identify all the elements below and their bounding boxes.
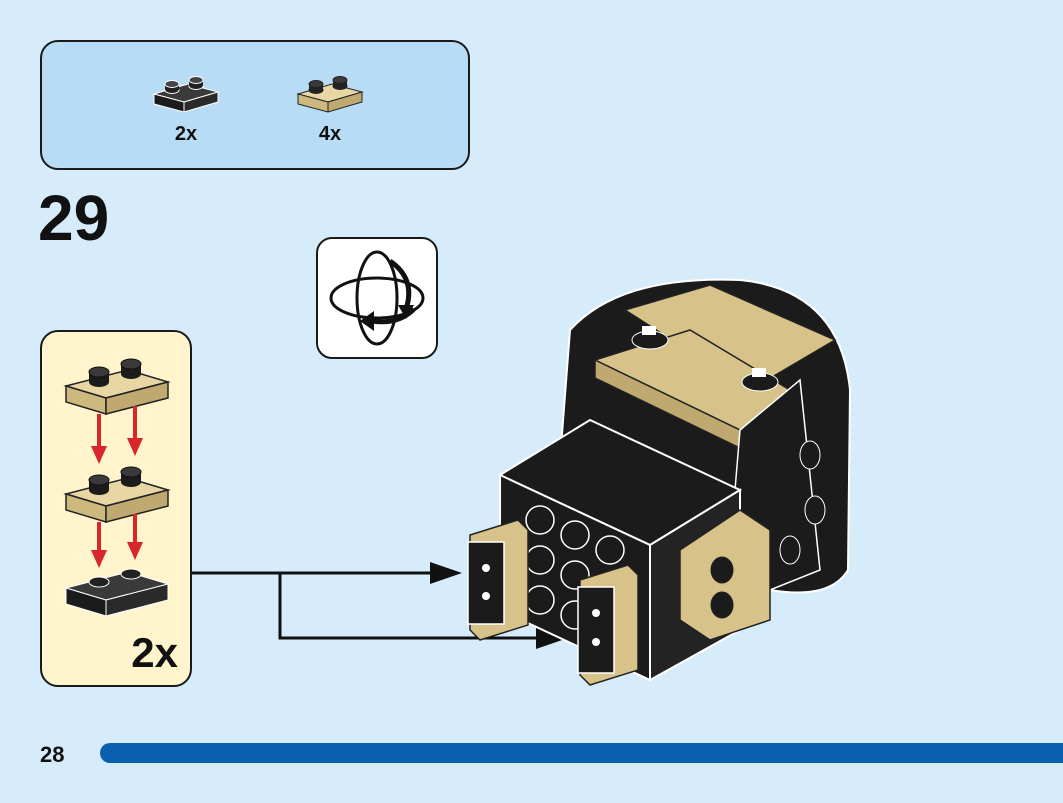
model-illustration <box>467 278 852 686</box>
rotate-model-callout <box>316 237 438 359</box>
page-progress-bar <box>100 743 1063 763</box>
part-quantity: 2x <box>174 123 198 145</box>
part-tan-plate-1x2: 4x <box>294 72 366 146</box>
black-plate-bottom <box>64 568 170 617</box>
tan-plate-1x2-icon <box>296 76 364 113</box>
page-number: 28 <box>40 742 65 767</box>
arrow-head-icon <box>536 627 568 649</box>
tan-plate-top <box>63 358 171 416</box>
step-number: 29 <box>38 182 110 254</box>
tan-plate-middle <box>63 466 171 524</box>
submodel-multiplier: 2x <box>131 629 178 676</box>
parts-list: 2x 4x <box>40 40 470 170</box>
submodel-assembly-diagram <box>63 358 171 617</box>
submodel-callout: 2x <box>40 330 192 687</box>
part-quantity: 4x <box>318 123 342 145</box>
red-arrow-upper-icons <box>91 406 143 464</box>
arrow-head-icon <box>430 562 462 584</box>
attached-submodel-left <box>467 519 529 641</box>
attached-submodel-right <box>577 564 639 686</box>
red-arrow-lower-icons <box>91 514 143 568</box>
part-black-plate-1x2: 2x <box>150 72 222 146</box>
black-plate-1x2-icon <box>152 76 220 113</box>
rotate-model-icon <box>329 250 425 346</box>
